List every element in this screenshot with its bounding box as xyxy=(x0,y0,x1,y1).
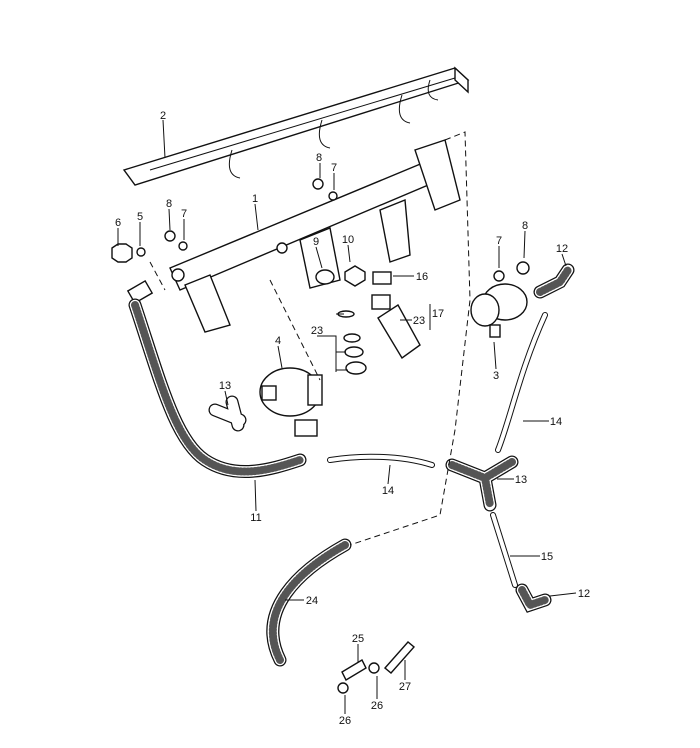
callout-26: 26 xyxy=(371,700,383,712)
callout-7: 7 xyxy=(496,235,502,247)
callout-14: 14 xyxy=(382,485,394,497)
hoses xyxy=(128,263,575,667)
fuel-injector xyxy=(315,265,421,375)
callout-15: 15 xyxy=(541,551,553,563)
callout-24: 24 xyxy=(306,595,318,607)
callout-5: 5 xyxy=(137,211,143,223)
pressure-damper xyxy=(470,261,530,338)
callout-23: 23 xyxy=(413,315,425,327)
callout-25: 25 xyxy=(352,633,364,645)
callout-26: 26 xyxy=(339,715,351,727)
callout-13: 13 xyxy=(219,380,231,392)
callout-labels: 2 8 7 1 8 7 5 6 8 7 12 9 10 16 23 23 17 … xyxy=(115,110,590,727)
callout-8: 8 xyxy=(522,220,528,232)
callout-6: 6 xyxy=(115,217,121,229)
callout-12: 12 xyxy=(578,588,590,600)
rail-cover xyxy=(122,66,470,186)
callout-12: 12 xyxy=(556,243,568,255)
callout-8: 8 xyxy=(166,198,172,210)
guide-lines xyxy=(149,131,471,546)
callout-9: 9 xyxy=(313,236,319,248)
callout-4: 4 xyxy=(275,335,281,347)
callout-7: 7 xyxy=(331,162,337,174)
callout-11: 11 xyxy=(250,512,261,524)
small-fittings xyxy=(111,178,338,305)
callout-17: 17 xyxy=(432,308,444,320)
callout-14: 14 xyxy=(550,416,562,428)
callout-7: 7 xyxy=(181,208,187,220)
callout-3: 3 xyxy=(493,370,499,382)
callout-2: 2 xyxy=(160,110,166,122)
leader-lines xyxy=(117,119,577,714)
fuel-rail xyxy=(169,139,461,333)
callout-16: 16 xyxy=(416,271,428,283)
callout-8: 8 xyxy=(316,152,322,164)
callout-13: 13 xyxy=(515,474,527,486)
pressure-regulator xyxy=(259,367,323,437)
callout-10: 10 xyxy=(342,234,354,246)
callout-23: 23 xyxy=(311,325,323,337)
callout-1: 1 xyxy=(252,193,258,205)
bolts xyxy=(337,641,416,694)
callout-27: 27 xyxy=(399,681,411,693)
